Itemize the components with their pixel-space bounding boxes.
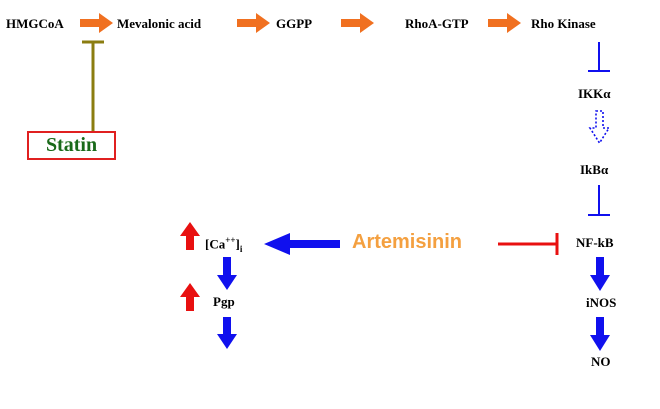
arrow-hmgcoa-to-mevalonic bbox=[80, 13, 113, 33]
arrow-rhoa-to-rho-kinase bbox=[488, 13, 521, 33]
inhibit-rho-kinase-ikk bbox=[588, 42, 610, 72]
calcium-base: [Ca bbox=[205, 236, 226, 252]
calcium-sup: ++ bbox=[225, 235, 236, 245]
node-ikb-alpha: IkBα bbox=[580, 162, 609, 177]
arrow-artemisinin-to-calcium bbox=[264, 233, 340, 255]
arrow-calcium-to-pgp bbox=[217, 257, 237, 290]
inhibit-ikb-nfkb bbox=[588, 185, 610, 216]
node-mevalonic-acid: Mevalonic acid bbox=[117, 16, 202, 31]
node-nf-kb: NF-kB bbox=[576, 235, 614, 250]
arrow-ggpp-to-rhoa bbox=[341, 13, 374, 33]
statin-inhibition bbox=[82, 40, 104, 131]
statin-label: Statin bbox=[45, 134, 98, 156]
node-rhoa-gtp: RhoA-GTP bbox=[405, 16, 469, 31]
node-ikk-alpha: IKKα bbox=[578, 86, 611, 101]
artemisinin-label: Artemisinin bbox=[352, 231, 463, 253]
node-ggpp: GGPP bbox=[276, 16, 313, 31]
node-rho-kinase: Rho Kinase bbox=[531, 16, 596, 31]
node-pgp: Pgp bbox=[213, 294, 235, 309]
arrow-mevalonic-to-ggpp bbox=[237, 13, 270, 33]
arrow-pgp-down bbox=[217, 317, 237, 349]
up-arrow-calcium bbox=[180, 222, 200, 250]
arrow-inos-to-no bbox=[590, 317, 610, 351]
node-calcium: [Ca++]i bbox=[205, 236, 242, 254]
statin-box: Statin bbox=[27, 131, 116, 160]
node-inos: iNOS bbox=[586, 295, 617, 310]
calcium-close: ] bbox=[235, 236, 240, 252]
node-hmgcoa: HMGCoA bbox=[6, 16, 64, 31]
node-no: NO bbox=[591, 354, 611, 369]
artemisinin-inhibits-nfkb bbox=[498, 233, 559, 255]
arrow-nfkb-to-inos bbox=[590, 257, 610, 291]
dotted-arrow-ikk-to-ikb bbox=[588, 110, 611, 145]
calcium-sub: i bbox=[239, 243, 243, 254]
up-arrow-pgp bbox=[180, 283, 200, 311]
